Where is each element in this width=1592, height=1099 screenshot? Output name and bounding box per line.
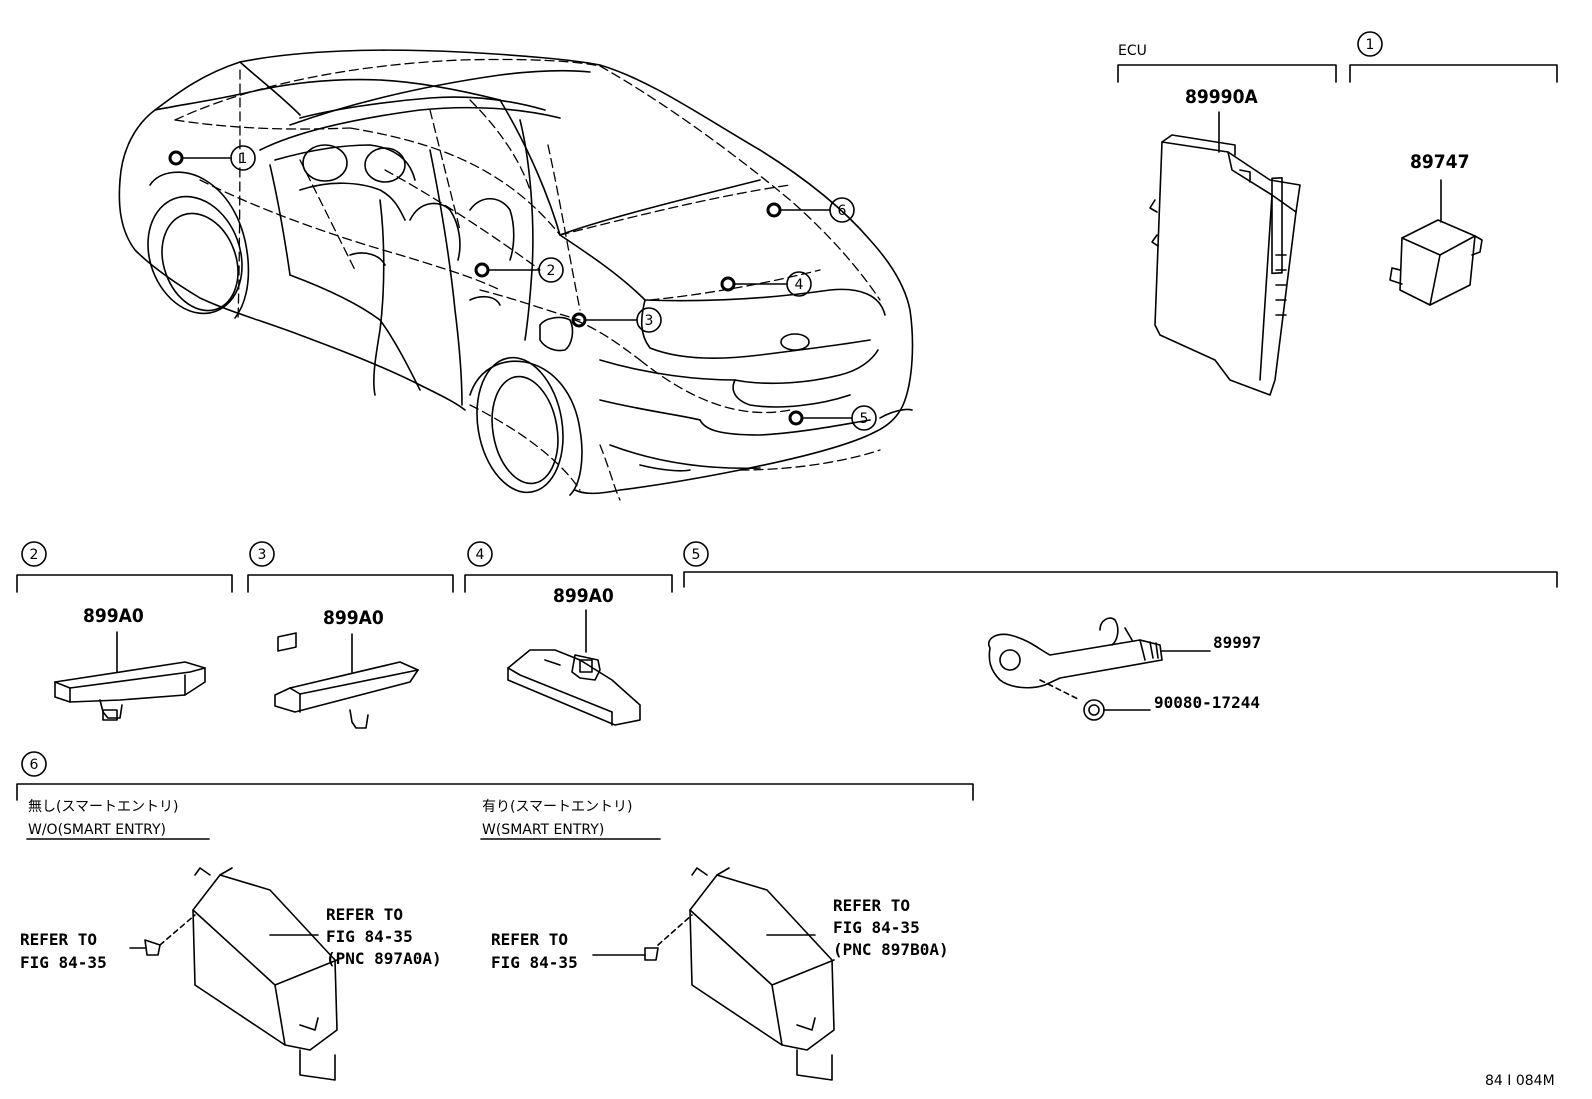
section3-bracket [247, 574, 454, 593]
section6-marker: 6 [30, 757, 39, 773]
callout-1-number: 1 [239, 151, 248, 167]
callout-3-number: 3 [645, 313, 654, 329]
section6-marker-circle [21, 751, 47, 777]
section3-marker-circle [249, 541, 275, 567]
section2-bracket [16, 574, 233, 593]
callout-circle-2 [538, 257, 564, 283]
left-body-ref-line2: FIG 84-35 [326, 927, 413, 946]
figure-code: 84 I 084M [1485, 1073, 1555, 1089]
callout-5-number: 5 [860, 411, 869, 427]
callout-locations [168, 145, 877, 431]
section6-bracket [16, 783, 974, 801]
section4-part: 899A0 [553, 585, 614, 607]
section4-marker-circle [467, 541, 493, 567]
section2-marker: 2 [30, 547, 39, 563]
location-dot-6 [766, 202, 782, 218]
left-body-ref-line1: REFER TO [326, 905, 403, 924]
section5-marker: 5 [692, 547, 701, 563]
right-screw-ref-line2: FIG 84-35 [491, 953, 578, 972]
section2-part: 899A0 [83, 605, 144, 627]
right-variant-en: W(SMART ENTRY) [482, 822, 604, 838]
car-illustration [118, 49, 914, 496]
left-variant-jp: 無し(スマートエントリ) [28, 799, 179, 815]
callout-circle-5 [851, 405, 877, 431]
sensor-89997-drawing [988, 617, 1211, 721]
section1-marker: 1 [1366, 37, 1375, 53]
section3-marker: 3 [258, 547, 267, 563]
right-variant-jp: 有り(スマートエントリ) [482, 799, 633, 815]
right-body-ref-line3: (PNC 897B0A) [833, 940, 949, 959]
location-dot-5 [788, 410, 804, 426]
section1-bracket [1349, 31, 1558, 83]
section5-marker-circle [683, 541, 709, 567]
location-dot-1 [168, 150, 184, 166]
section1-marker-circle [1357, 31, 1383, 57]
callout-circle-6 [829, 197, 855, 223]
left-screw-ref-line2: FIG 84-35 [20, 953, 107, 972]
section4-marker: 4 [476, 547, 485, 563]
section5-bracket [683, 571, 1558, 588]
location-dot-4 [720, 276, 736, 292]
right-body-ref-line1: REFER TO [833, 896, 910, 915]
antenna-899a0-drawing-c [507, 609, 641, 726]
part-89747: 89747 [1410, 151, 1469, 173]
callout-circle-4 [786, 271, 812, 297]
right-body-ref-line2: FIG 84-35 [833, 918, 920, 937]
ecu-bracket [1117, 64, 1337, 83]
left-screw-ref-line1: REFER TO [20, 930, 97, 949]
location-dot-2 [474, 262, 490, 278]
section4-bracket [464, 574, 673, 593]
callout-2-number: 2 [547, 263, 556, 279]
left-body-ref-line3: (PNC 897A0A) [326, 949, 442, 968]
section2-marker-circle [21, 541, 47, 567]
right-screw-ref-line1: REFER TO [491, 930, 568, 949]
ecu-89990a-drawing [1149, 111, 1301, 396]
callout-circle-3 [636, 307, 662, 333]
part-89747-drawing [1389, 179, 1483, 306]
smart-module-left-drawing [129, 867, 338, 1081]
callout-circle-1 [230, 145, 256, 171]
smart-module-right-drawing [592, 867, 835, 1081]
callout-4-number: 4 [795, 277, 804, 293]
antenna-899a0-drawing-b [274, 632, 419, 729]
section5-part-90080-17244: 90080-17244 [1154, 693, 1260, 712]
ecu-part-number: 89990A [1185, 86, 1258, 108]
section3-part: 899A0 [323, 607, 384, 629]
section5-part-89997: 89997 [1213, 633, 1261, 652]
callout-6-number: 6 [838, 203, 847, 219]
left-variant-en: W/O(SMART ENTRY) [28, 822, 166, 838]
ecu-label: ECU [1118, 43, 1147, 59]
harness-lines [174, 58, 881, 501]
antenna-899a0-drawing-a [54, 631, 206, 721]
